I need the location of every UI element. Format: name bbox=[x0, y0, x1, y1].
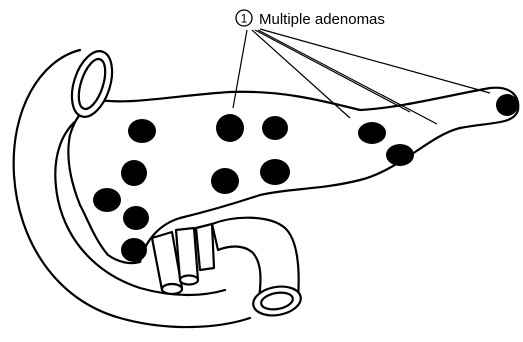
adenoma bbox=[216, 114, 244, 142]
adenoma bbox=[128, 119, 156, 143]
adenoma bbox=[496, 94, 518, 116]
adenoma bbox=[123, 206, 149, 230]
vessel-stub-right bbox=[196, 224, 214, 270]
callout: 1 Multiple adenomas bbox=[236, 10, 385, 28]
vessel-stub-middle-opening bbox=[180, 276, 198, 285]
vessel-stub-left-opening bbox=[162, 284, 182, 294]
adenoma bbox=[211, 168, 239, 194]
leader-line bbox=[260, 29, 490, 93]
callout-label: Multiple adenomas bbox=[259, 11, 385, 28]
adenoma bbox=[93, 188, 121, 212]
vessel-stubs bbox=[152, 224, 214, 294]
adenoma bbox=[358, 122, 386, 144]
mesenteric-vessel bbox=[212, 218, 303, 319]
adenoma bbox=[386, 144, 414, 166]
adenoma bbox=[260, 159, 290, 185]
vessel-stub-middle bbox=[176, 228, 198, 280]
adenoma bbox=[121, 238, 147, 262]
adenoma bbox=[262, 116, 288, 140]
adenoma bbox=[121, 160, 147, 186]
callout-marker-number: 1 bbox=[241, 12, 248, 26]
